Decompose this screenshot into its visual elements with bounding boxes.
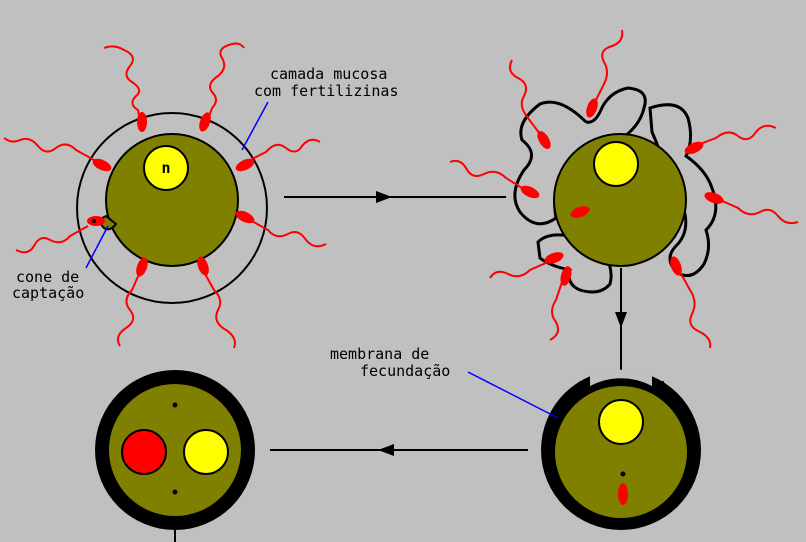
sperm-head bbox=[684, 141, 704, 155]
egg-nucleus bbox=[143, 145, 189, 191]
sperm-tail bbox=[205, 42, 245, 127]
mucous-layer-label-line-1: camada mucosa bbox=[270, 65, 387, 83]
sperm-head bbox=[235, 158, 255, 172]
sperm-tail bbox=[249, 219, 327, 248]
centriole-dot bbox=[172, 489, 178, 495]
sperm-head bbox=[520, 185, 540, 199]
sperm-group-stage-2 bbox=[449, 29, 799, 349]
egg-cytoplasm bbox=[109, 384, 241, 516]
female-pronucleus bbox=[183, 429, 229, 475]
sperm-head bbox=[136, 257, 148, 277]
sperm-head bbox=[560, 266, 572, 286]
membrane-gap bbox=[590, 369, 652, 386]
sperm-head bbox=[137, 112, 147, 132]
sperm-head bbox=[670, 256, 682, 276]
egg-cytoplasm bbox=[555, 386, 687, 518]
sperm-heads-stage-2 bbox=[520, 98, 724, 286]
egg-nucleus bbox=[598, 399, 644, 445]
sperm-tail bbox=[203, 271, 236, 349]
cortical-membrane bbox=[585, 86, 647, 142]
male-pronucleus bbox=[121, 429, 167, 475]
sperm-tail bbox=[595, 29, 624, 101]
egg-nucleus bbox=[593, 141, 639, 187]
sperm-tail bbox=[15, 225, 89, 254]
sperm-head bbox=[704, 192, 724, 204]
mucous-layer bbox=[76, 112, 268, 304]
nucleus-label: n bbox=[161, 159, 170, 177]
membrane-lift-arrows bbox=[574, 381, 669, 397]
mucous-layer-label-line-2: com fertilizinas bbox=[254, 82, 399, 100]
sperm-head-inside bbox=[570, 206, 590, 218]
sperm-head bbox=[586, 98, 598, 118]
fertilization-membrane-label-line-1: membrana de bbox=[330, 345, 429, 363]
fertilization-membrane-pointer bbox=[467, 371, 559, 419]
uptake-cone-label-line-2: captação bbox=[12, 284, 84, 302]
egg-cytoplasm bbox=[553, 133, 687, 267]
sperm-head bbox=[92, 158, 112, 172]
uptake-cone-label-line-1: cone de bbox=[16, 268, 79, 286]
arrow-stage-2-to-3 bbox=[615, 268, 627, 376]
egg-stage-2 bbox=[513, 86, 718, 294]
sperm-nucleus-dot bbox=[92, 219, 96, 223]
sperm-tail bbox=[489, 261, 549, 279]
sperm-tail bbox=[103, 45, 142, 129]
sperm-tail bbox=[249, 138, 321, 161]
sperm-tail bbox=[449, 159, 523, 189]
sperm-tail bbox=[679, 271, 712, 349]
mucous-layer-pointer bbox=[241, 101, 269, 151]
centriole-dot bbox=[172, 402, 178, 408]
sperm-tail bbox=[699, 124, 777, 145]
arrow-stage-1-to-2 bbox=[284, 191, 506, 203]
sperm-head bbox=[197, 256, 209, 276]
egg-stage-3 bbox=[541, 369, 701, 530]
sperm-tail bbox=[117, 271, 141, 347]
uptake-cone-pointer bbox=[85, 225, 109, 269]
male-pronucleus bbox=[618, 483, 628, 505]
arrow-stage-3-to-4 bbox=[270, 444, 528, 456]
egg-cytoplasm bbox=[105, 133, 239, 267]
sperm-head bbox=[235, 210, 255, 224]
sperm-group-stage-1 bbox=[3, 42, 327, 349]
egg-stage-1: n bbox=[76, 112, 268, 304]
fertilization-membrane-label-line-2: fecundação bbox=[360, 362, 450, 380]
sperm-tail bbox=[509, 59, 541, 135]
sperm-tail bbox=[3, 137, 95, 161]
sperm-head bbox=[544, 252, 564, 264]
egg-stage-4 bbox=[95, 370, 255, 542]
sperm-tail bbox=[549, 281, 563, 341]
centriole-dot bbox=[620, 471, 626, 477]
sperm-heads-stage-1 bbox=[92, 112, 255, 277]
sperm-head bbox=[537, 130, 551, 150]
sperm-head bbox=[199, 112, 211, 132]
sperm-tail bbox=[719, 199, 799, 225]
